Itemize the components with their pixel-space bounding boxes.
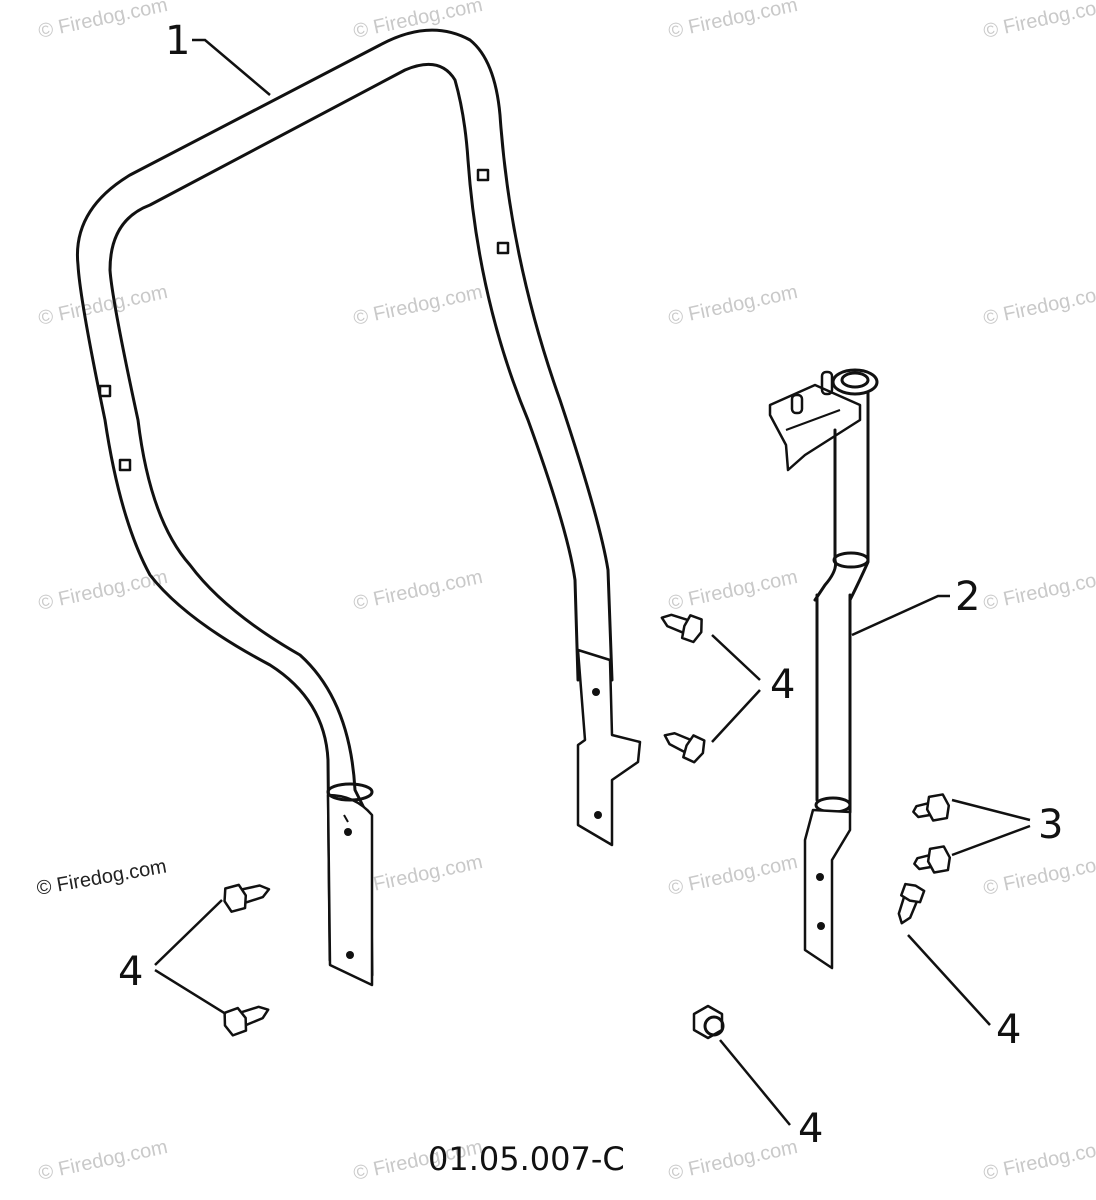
bolt-mid-lower	[663, 732, 706, 764]
frame-left-leg-hole-bottom	[346, 951, 354, 959]
leader-part-4-mid	[711, 634, 761, 743]
frame-right-leg-hole-top	[592, 688, 600, 696]
upright-stud	[790, 393, 804, 415]
bolt-head	[899, 882, 926, 904]
watermark: © Firedog.com	[666, 1136, 799, 1185]
watermark: © Firedog.com	[36, 0, 169, 43]
bolt-left-upper	[223, 883, 271, 913]
frame-right-leg-plate	[576, 648, 642, 847]
watermark: © Firedog.com	[666, 566, 799, 615]
frame-outer-edge	[75, 28, 614, 962]
frame-inner-edge	[108, 62, 580, 977]
frame-left-leg-plate	[326, 793, 374, 987]
leader-part-4-bottom	[719, 1039, 791, 1126]
nut-bottom	[692, 1004, 725, 1040]
frame-right-leg-hole-bottom	[594, 811, 602, 819]
watermark: © Firedog.com	[36, 1136, 169, 1185]
upright-foot-hole-bottom	[817, 922, 825, 930]
bolt-head	[682, 734, 706, 764]
frame-tab	[476, 168, 490, 182]
frame-left-leg-hole-top	[344, 828, 352, 836]
leader-part-2	[851, 594, 950, 637]
leader-part-4-right	[907, 934, 991, 1026]
bolt-head	[223, 883, 248, 913]
callout-part-3: 3	[1038, 802, 1063, 848]
watermark: © Firedog.com	[351, 566, 484, 615]
watermark: © Firedog.com	[666, 281, 799, 330]
watermark-layer: © Firedog.com © Firedog.com © Firedog.co…	[35, 0, 1096, 1185]
watermark: © Firedog.com	[981, 566, 1096, 615]
upright-foot-hole-top	[816, 873, 824, 881]
frame-left-leg-mark	[343, 814, 349, 823]
watermark: © Firedog.com	[36, 281, 169, 330]
upright-stud	[820, 370, 834, 396]
watermark: © Firedog.com	[981, 1136, 1096, 1185]
bolt-left-lower	[223, 1005, 270, 1037]
leader-part-1	[192, 38, 271, 96]
callout-part-2: 2	[955, 574, 980, 620]
frame-tab	[98, 384, 112, 398]
callout-part-4-left: 4	[118, 949, 143, 995]
watermark-dark: © Firedog.com	[35, 855, 168, 899]
nut-hex	[925, 793, 951, 822]
bolt-right	[897, 882, 926, 925]
drawing-code: 01.05.007-C	[428, 1140, 625, 1178]
watermark: © Firedog.com	[666, 851, 799, 900]
nut-hex	[926, 845, 952, 874]
leader-part-4-left	[154, 899, 227, 1016]
callout-part-1: 1	[165, 18, 190, 64]
bolt-mid-upper	[660, 613, 703, 644]
watermark: © Firedog.com	[666, 0, 799, 43]
upright-tube-band	[832, 551, 870, 569]
watermark: © Firedog.com	[351, 281, 484, 330]
leader-part-3	[951, 798, 1031, 857]
bolt-head	[223, 1006, 248, 1037]
callout-part-4-right: 4	[996, 1007, 1021, 1053]
bolt-head	[680, 614, 703, 644]
watermark: © Firedog.com	[981, 281, 1096, 330]
callout-part-4-mid: 4	[770, 662, 795, 708]
watermark: © Firedog.com	[981, 0, 1096, 43]
nut-washer	[703, 1015, 725, 1037]
upright-bracket-plate	[768, 383, 862, 472]
nut-3-upper	[912, 793, 951, 822]
frame-left-leg-transition	[326, 782, 374, 802]
watermark: © Firedog.com	[981, 851, 1096, 900]
part-2-upright	[768, 368, 879, 970]
upright-tube-upper-left	[813, 428, 837, 602]
leader-lines	[154, 38, 1031, 1126]
part-1-frame	[75, 28, 642, 987]
nut-3-lower	[913, 845, 952, 874]
upright-top-ring-inner	[840, 371, 870, 389]
callout-part-4-bottom: 4	[798, 1106, 823, 1152]
frame-tab	[496, 241, 510, 255]
upright-foot-plate	[803, 808, 852, 970]
frame-tab	[118, 458, 132, 472]
upright-bracket-fold	[785, 409, 841, 431]
